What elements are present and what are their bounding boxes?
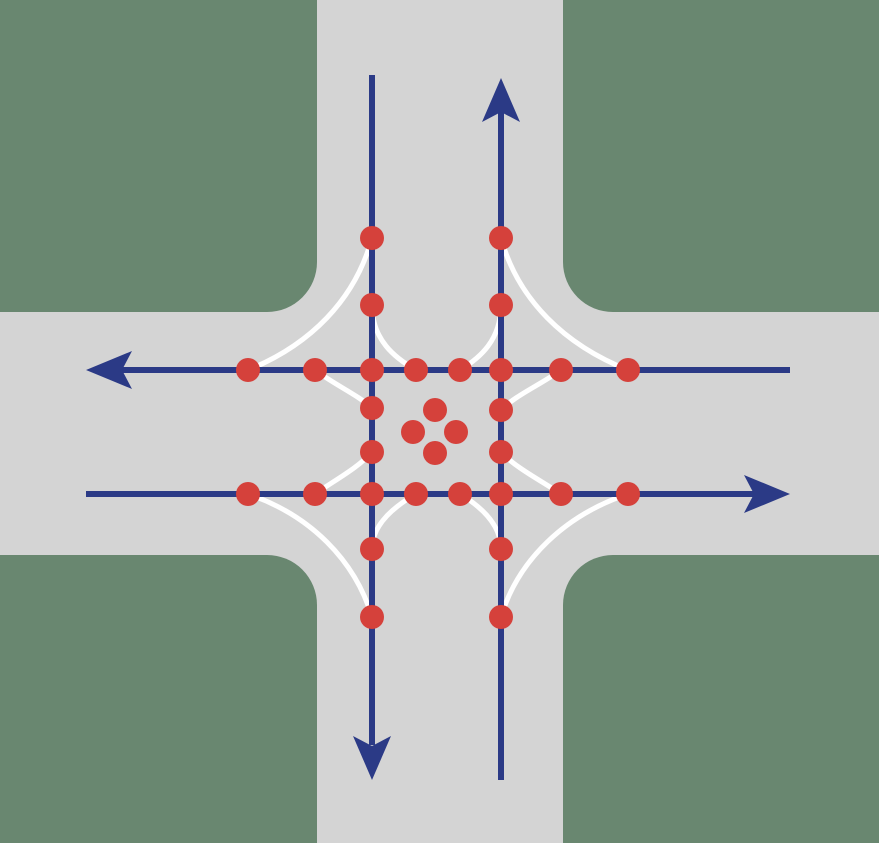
conflict-point <box>549 482 573 506</box>
conflict-point <box>489 358 513 382</box>
conflict-point <box>360 293 384 317</box>
conflict-point <box>489 482 513 506</box>
turn-path-top-left-outer <box>245 235 375 373</box>
conflict-point <box>489 398 513 422</box>
grass-bottom-right <box>563 555 879 843</box>
grass-bottom-left <box>0 555 317 843</box>
conflict-point <box>404 358 428 382</box>
conflict-point <box>448 358 472 382</box>
arrow-right-icon <box>744 475 790 513</box>
turn-path-top-right-outer <box>498 235 631 373</box>
conflict-points <box>236 226 640 629</box>
conflict-point <box>489 293 513 317</box>
conflict-point <box>489 440 513 464</box>
conflict-point <box>360 537 384 561</box>
conflict-point <box>360 396 384 420</box>
conflict-point <box>360 226 384 250</box>
conflict-point <box>303 358 327 382</box>
conflict-point <box>404 482 428 506</box>
conflict-point <box>360 440 384 464</box>
conflict-point <box>360 605 384 629</box>
conflict-point <box>236 358 260 382</box>
turn-path-bottom-left-outer <box>245 491 375 620</box>
turn-path-bottom-right-outer <box>498 491 631 620</box>
conflict-point <box>423 398 447 422</box>
conflict-point <box>444 420 468 444</box>
arrow-left-icon <box>86 351 132 389</box>
conflict-point <box>549 358 573 382</box>
conflict-point <box>236 482 260 506</box>
conflict-point <box>448 482 472 506</box>
conflict-point <box>489 226 513 250</box>
conflict-point <box>489 537 513 561</box>
conflict-point <box>360 482 384 506</box>
conflict-point <box>616 358 640 382</box>
arrow-up-icon <box>482 78 520 122</box>
conflict-point <box>401 420 425 444</box>
conflict-point <box>360 358 384 382</box>
arrow-down-icon <box>353 736 391 780</box>
conflict-point <box>489 605 513 629</box>
grass-top-left <box>0 0 317 312</box>
conflict-point <box>423 441 447 465</box>
arrowheads <box>86 78 790 780</box>
conflict-point <box>303 482 327 506</box>
conflict-point <box>616 482 640 506</box>
grass-top-right <box>563 0 879 312</box>
